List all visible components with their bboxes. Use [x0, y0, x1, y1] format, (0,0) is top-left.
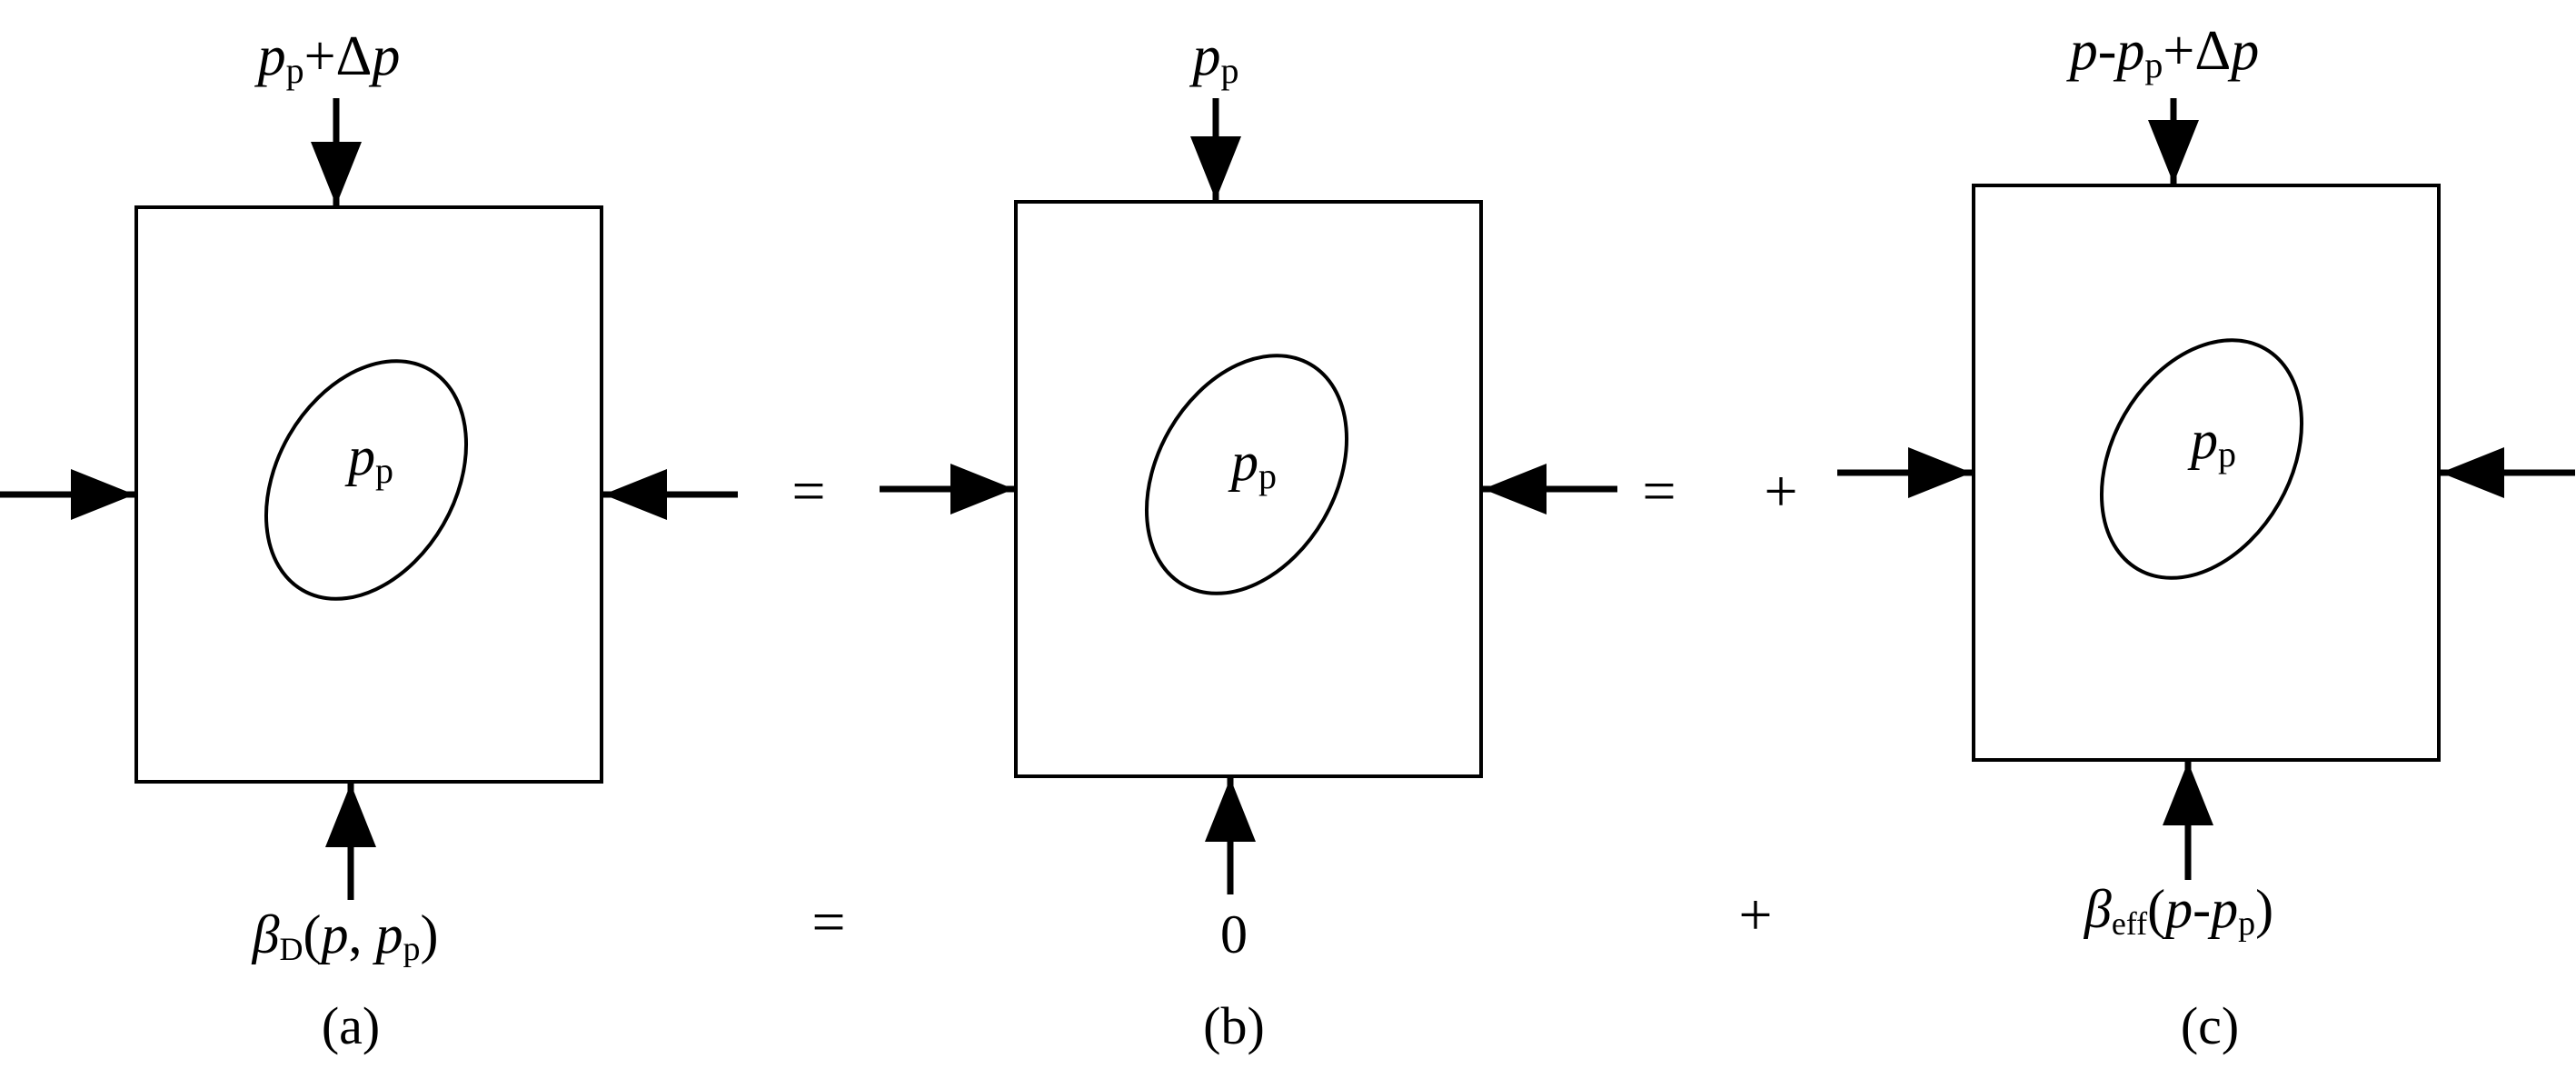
- panel-c-caption: (c): [2181, 996, 2239, 1055]
- panel-a-pore: [264, 359, 469, 601]
- panel-c: p-pp+Δp pp βeff(p-pp) (c): [1837, 20, 2575, 1055]
- panel-b-pore-label: pp: [1228, 432, 1277, 496]
- panel-a: pp+Δp pp βD(p, pp) (a): [0, 25, 738, 1055]
- plus-sign-row1: +: [1764, 458, 1797, 525]
- plus-sign-row2: +: [1738, 882, 1772, 948]
- panel-b-pore: [1144, 354, 1349, 595]
- equals-sign-row1-b: =: [1642, 458, 1676, 525]
- panel-b-box: [1014, 200, 1483, 778]
- panel-a-top-label: pp+Δp: [254, 25, 401, 91]
- equals-sign-row2: =: [811, 889, 845, 955]
- panel-c-pore-label: pp: [2187, 410, 2236, 475]
- panel-c-box: [1972, 184, 2441, 762]
- equals-sign-row1-a: =: [791, 458, 825, 525]
- panel-b-top-label: pp: [1189, 25, 1239, 91]
- panel-c-bottom-label: βeff(p-pp): [2084, 879, 2273, 943]
- panel-b-bottom-label: 0: [1220, 904, 1248, 964]
- panel-c-top-label: p-pp+Δp: [2066, 20, 2260, 85]
- panel-a-box: [134, 205, 603, 784]
- panel-a-caption: (a): [322, 996, 380, 1055]
- panel-a-pore-label: pp: [344, 426, 393, 491]
- panel-c-pore: [2099, 338, 2304, 580]
- panel-b: pp pp 0 (b): [880, 25, 1617, 1055]
- panel-b-caption: (b): [1203, 996, 1265, 1055]
- panel-a-bottom-label: βD(p, pp): [252, 904, 439, 968]
